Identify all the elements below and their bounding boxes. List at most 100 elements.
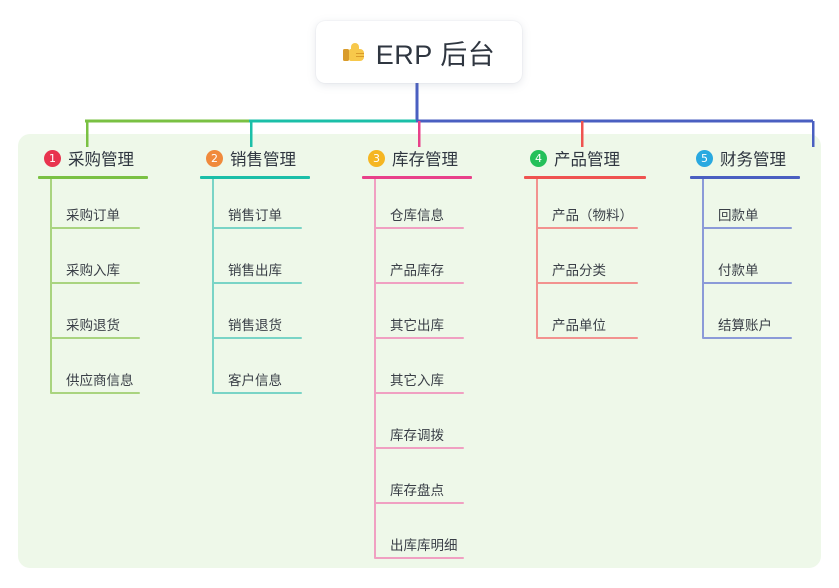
leaf-item[interactable]: 销售出库: [200, 234, 348, 289]
leaf-underline: [212, 392, 302, 394]
connector-bar-segment-3: [416, 119, 813, 123]
branch-spine-2: [212, 179, 214, 393]
leaf-underline: [702, 337, 792, 339]
leaf-label: 采购订单: [66, 208, 120, 223]
branch-column-4: 4 产品管理产品（物料） 产品分类产品单位: [524, 146, 684, 344]
branch-underline-1: [38, 176, 148, 179]
leaf-underline: [374, 502, 464, 504]
leaf-item[interactable]: 销售订单: [200, 179, 348, 234]
leaf-underline: [50, 392, 140, 394]
branch-title-4: 产品管理: [554, 151, 620, 169]
leaf-underline: [50, 227, 140, 229]
leaf-label: 出库库明细: [390, 538, 458, 553]
leaf-underline: [536, 337, 638, 339]
thumbs-up-icon: [342, 39, 366, 66]
branch-title-3: 库存管理: [392, 151, 458, 169]
leaf-label: 付款单: [718, 263, 759, 278]
branch-title-1: 采购管理: [68, 151, 134, 169]
trunk-line: [415, 83, 419, 121]
leaf-label: 结算账户: [718, 318, 772, 333]
leaf-label: 产品单位: [552, 318, 606, 333]
branch-underline-5: [690, 176, 800, 179]
branch-underline-3: [362, 176, 472, 179]
leaf-item[interactable]: 库存调拨: [362, 399, 510, 454]
leaf-item[interactable]: 客户信息: [200, 344, 348, 399]
leaf-label: 产品库存: [390, 263, 444, 278]
leaf-underline: [374, 337, 464, 339]
leaf-item[interactable]: 采购入库: [38, 234, 186, 289]
leaf-label: 销售订单: [228, 208, 282, 223]
branch-items-2: 销售订单销售出库销售退货客户信息: [200, 179, 348, 399]
leaf-label: 库存调拨: [390, 428, 444, 443]
leaf-underline: [536, 227, 638, 229]
leaf-underline: [374, 227, 464, 229]
leaf-item[interactable]: 产品库存: [362, 234, 510, 289]
leaf-underline: [212, 227, 302, 229]
leaf-label: 供应商信息: [66, 373, 134, 388]
leaf-label: 库存盘点: [390, 483, 444, 498]
leaf-underline: [50, 337, 140, 339]
leaf-label: 采购入库: [66, 263, 120, 278]
leaf-item[interactable]: 供应商信息: [38, 344, 186, 399]
leaf-label: 客户信息: [228, 373, 282, 388]
connector-bar-segment-2: [249, 119, 418, 123]
branch-column-1: 1 采购管理采购订单采购入库采购退货供应商信息: [38, 146, 186, 399]
leaf-underline: [50, 282, 140, 284]
leaf-underline: [212, 282, 302, 284]
branch-header-4[interactable]: 4 产品管理: [524, 146, 684, 170]
leaf-item[interactable]: 采购退货: [38, 289, 186, 344]
leaf-item[interactable]: 产品分类: [524, 234, 684, 289]
branch-badge-5: 5: [696, 149, 713, 167]
leaf-item[interactable]: 库存盘点: [362, 454, 510, 509]
leaf-item[interactable]: 销售退货: [200, 289, 348, 344]
branch-items-5: 回款单付款单结算账户: [690, 179, 838, 344]
leaf-item[interactable]: 出库库明细: [362, 509, 510, 564]
leaf-label: 仓库信息: [390, 208, 444, 223]
leaf-item[interactable]: 付款单: [690, 234, 838, 289]
leaf-item[interactable]: 产品（物料）: [524, 179, 684, 234]
leaf-label: 销售退货: [228, 318, 282, 333]
leaf-label: 回款单: [718, 208, 759, 223]
branch-badge-1: 1: [44, 149, 61, 167]
leaf-item[interactable]: 采购订单: [38, 179, 186, 234]
branch-spine-4: [536, 179, 538, 338]
leaf-underline: [536, 282, 638, 284]
root-title: ERP 后台: [375, 39, 496, 70]
leaf-underline: [702, 282, 792, 284]
root-node[interactable]: ERP 后台: [316, 21, 522, 83]
leaf-underline: [374, 392, 464, 394]
leaf-item[interactable]: 其它入库: [362, 344, 510, 399]
branch-underline-4: [524, 176, 646, 179]
connector-bar-segment-1: [85, 119, 251, 123]
leaf-underline: [702, 227, 792, 229]
leaf-item[interactable]: 结算账户: [690, 289, 838, 344]
branches-panel: [18, 134, 821, 568]
leaf-item[interactable]: 其它出库: [362, 289, 510, 344]
branch-badge-4: 4: [530, 149, 547, 167]
branch-spine-5: [702, 179, 704, 338]
leaf-underline: [212, 337, 302, 339]
branch-badge-2: 2: [206, 149, 223, 167]
leaf-underline: [374, 282, 464, 284]
leaf-underline: [374, 557, 464, 559]
leaf-item[interactable]: 产品单位: [524, 289, 684, 344]
branch-header-1[interactable]: 1 采购管理: [38, 146, 186, 170]
leaf-label: 产品分类: [552, 263, 606, 278]
leaf-item[interactable]: 仓库信息: [362, 179, 510, 234]
branch-items-1: 采购订单采购入库采购退货供应商信息: [38, 179, 186, 399]
leaf-underline: [374, 447, 464, 449]
leaf-label: 销售出库: [228, 263, 282, 278]
branch-spine-1: [50, 179, 52, 393]
leaf-label: 采购退货: [66, 318, 120, 333]
branch-underline-2: [200, 176, 310, 179]
branch-items-4: 产品（物料） 产品分类产品单位: [524, 179, 684, 344]
leaf-label: 产品（物料）: [552, 208, 633, 223]
branch-items-3: 仓库信息产品库存其它出库其它入库库存调拨库存盘点出库库明细: [362, 179, 510, 564]
leaf-item[interactable]: 回款单: [690, 179, 838, 234]
